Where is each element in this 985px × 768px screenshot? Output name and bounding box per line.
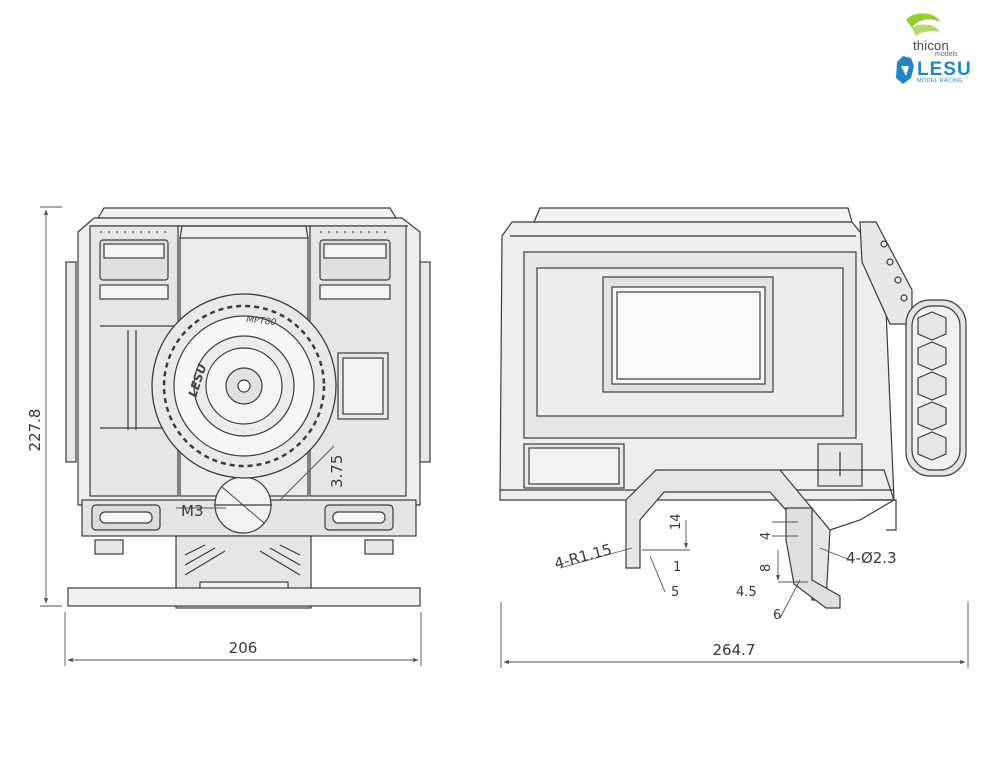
hitch-arm [785, 507, 841, 609]
dim-4: 4 [759, 532, 774, 540]
thicon-logo-icon [906, 13, 940, 36]
dim-5: 5 [671, 585, 679, 600]
dim-8: 8 [759, 564, 774, 572]
dim-6: 6 [773, 608, 781, 623]
width-dimension: 206 [229, 639, 258, 657]
spare-tire-rear [151, 293, 337, 479]
tire-model-label: MPT80 [246, 315, 277, 328]
bolt-dimension: 3.75 [328, 455, 346, 488]
lesu-lion-icon [896, 56, 914, 84]
thicon-brand-name: thicon [913, 38, 949, 53]
dim-4-5: 4.5 [736, 585, 757, 600]
roof-outline [96, 207, 398, 219]
hole-label: 4-Ø2.3 [846, 549, 897, 567]
side-view [499, 207, 913, 609]
thread-label: M3 [181, 502, 204, 520]
spare-tire-side [905, 299, 967, 477]
bottom-bar [67, 587, 421, 607]
lesu-brand-name: LESU [917, 59, 972, 80]
radius-label: 4-R1.15 [552, 540, 613, 573]
dim-14: 14 [669, 513, 684, 530]
lesu-brand-sub: MODEL RACING [917, 78, 963, 84]
thicon-brand-sub: models [935, 51, 958, 58]
side-dimensions [500, 520, 969, 668]
height-dimension: 227.8 [26, 409, 44, 452]
rear-dimensions [40, 206, 422, 666]
side-roof [533, 207, 853, 223]
dim-1: 1 [673, 560, 681, 575]
length-dimension: 264.7 [713, 641, 756, 659]
